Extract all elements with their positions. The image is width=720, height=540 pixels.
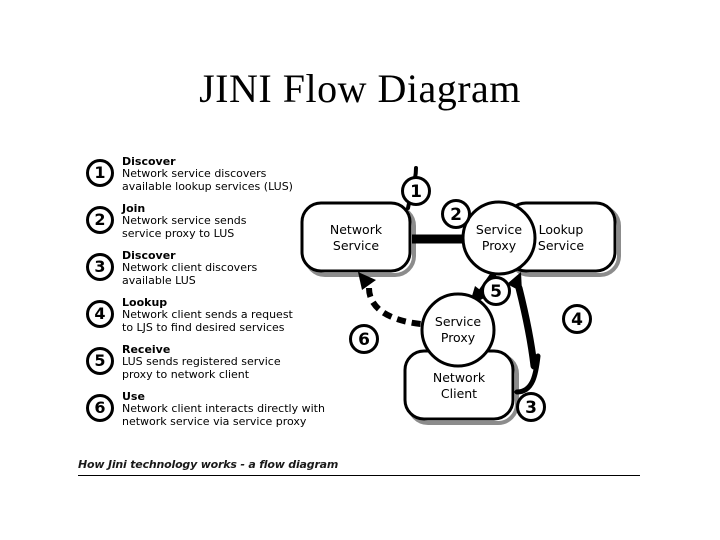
label-network-client: Network xyxy=(433,370,486,385)
label-lookup-service: Lookup xyxy=(539,222,584,237)
legend-text-block: Join Network service sends service proxy… xyxy=(122,203,327,240)
page-title: JINI Flow Diagram xyxy=(199,66,521,111)
legend-description-line: available lookup services (LUS) xyxy=(122,179,293,193)
legend-description-line: Network service sends xyxy=(122,214,247,227)
legend-number-badge: 3 xyxy=(86,253,114,281)
footer-divider xyxy=(78,475,640,476)
step-marker-1-circle xyxy=(401,176,431,206)
label-network-service: Network xyxy=(330,222,383,237)
legend-number-badge: 6 xyxy=(86,394,114,422)
legend-text-block: Lookup Network client sends a request to… xyxy=(122,297,327,334)
legend-text-block: Discover Network client discovers availa… xyxy=(122,250,327,287)
footer: How Jini technology works - a flow diagr… xyxy=(78,458,642,476)
flow-diagram: Network Service Lookup Service Network C… xyxy=(290,160,640,440)
arrow-step-4-head xyxy=(507,272,522,292)
label-network-service: Service xyxy=(333,238,380,253)
step-marker-2-circle xyxy=(441,199,471,229)
legend-number-badge: 2 xyxy=(86,206,114,234)
arrow-step-6 xyxy=(366,287,437,328)
legend-item-3: 3 Discover Network client discovers avai… xyxy=(86,250,326,296)
label-service-proxy-bottom: Service xyxy=(435,314,482,329)
legend-description-line: LUS sends registered service xyxy=(122,355,281,368)
legend-number-badge: 5 xyxy=(86,347,114,375)
label-service-proxy-bottom: Proxy xyxy=(441,330,476,345)
node-boxes xyxy=(300,201,617,421)
step-marker-6-label: 6 xyxy=(358,330,370,350)
step-marker-2-label: 2 xyxy=(450,205,462,225)
legend-heading: Join xyxy=(122,202,146,215)
node-service-proxy-bottom xyxy=(420,292,496,368)
legend-item-6: 6 Use Network client interacts directly … xyxy=(86,391,326,437)
legend-heading: Lookup xyxy=(122,296,168,309)
arrow-step-6-head-left xyxy=(358,272,376,290)
step-marker-6-circle xyxy=(349,324,379,354)
legend-text-block: Use Network client interacts directly wi… xyxy=(122,391,327,428)
label-lookup-service: Service xyxy=(538,238,585,253)
legend-heading: Discover xyxy=(122,249,176,262)
legend-description-line: Network client interacts directly with xyxy=(122,402,325,415)
legend-description-line: proxy to network client xyxy=(122,367,250,381)
legend-heading: Use xyxy=(122,390,145,403)
legend-item-5: 5 Receive LUS sends registered service p… xyxy=(86,344,326,390)
step-marker-4-circle xyxy=(562,304,592,334)
step-marker-4-label: 4 xyxy=(571,310,583,330)
legend-heading: Discover xyxy=(122,155,176,168)
label-service-proxy-top: Proxy xyxy=(482,238,517,253)
legend-description-line: network service via service proxy xyxy=(122,414,307,428)
legend-item-1: 1 Discover Network service discovers ava… xyxy=(86,156,326,202)
node-service-proxy-top xyxy=(461,200,537,276)
legend-number-badge: 1 xyxy=(86,159,114,187)
legend-text-block: Discover Network service discovers avail… xyxy=(122,156,327,193)
step-marker-3-circle xyxy=(516,392,546,422)
legend-heading: Receive xyxy=(122,343,171,356)
legend-description-line: available LUS xyxy=(122,273,196,287)
legend-item-2: 2 Join Network service sends service pro… xyxy=(86,203,326,249)
step-marker-5-circle xyxy=(481,276,511,306)
step-markers: 1 2 3 4 5 6 xyxy=(349,176,592,422)
step-marker-5-label: 5 xyxy=(490,282,502,302)
legend-item-4: 4 Lookup Network client sends a request … xyxy=(86,297,326,343)
arrow-step-3 xyxy=(514,353,541,395)
legend-description-line: Network client discovers xyxy=(122,261,258,274)
label-network-client: Client xyxy=(441,386,477,401)
legend-number-badge: 4 xyxy=(86,300,114,328)
node-network-service xyxy=(300,201,412,273)
footer-caption: How Jini technology works - a flow diagr… xyxy=(78,458,339,471)
legend-description-line: service proxy to LUS xyxy=(122,226,235,240)
step-marker-1-label: 1 xyxy=(410,182,422,202)
legend-description-line: Network client sends a request xyxy=(122,308,293,321)
legend-description-line: Network service discovers xyxy=(122,167,267,180)
legend-description-line: to LJS to find desired services xyxy=(122,320,285,334)
step-marker-3-label: 3 xyxy=(525,398,537,418)
legend-text-block: Receive LUS sends registered service pro… xyxy=(122,344,327,381)
label-service-proxy-top: Service xyxy=(476,222,523,237)
proxy-circles xyxy=(420,200,537,368)
arrow-step-4 xyxy=(515,284,538,370)
